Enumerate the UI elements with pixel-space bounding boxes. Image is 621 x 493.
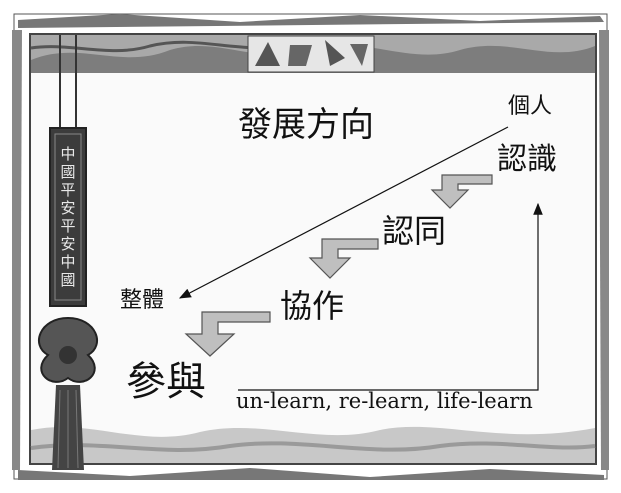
learning-feedback-arrow bbox=[238, 202, 543, 391]
tassel-text: 中 國 平 安 平 安 中 國 bbox=[57, 145, 79, 289]
tassel-char: 安 bbox=[60, 199, 76, 217]
top-decorative-band bbox=[30, 35, 595, 73]
step-arrow-2 bbox=[308, 238, 379, 279]
tassel-char: 國 bbox=[60, 163, 76, 181]
step-label-recognize: 認識 bbox=[497, 142, 557, 177]
individual-to-whole-arrow bbox=[178, 126, 509, 299]
diagram-title: 發展方向 bbox=[238, 105, 374, 145]
bottom-decorative-band bbox=[30, 426, 596, 463]
step-label-participate: 參與 bbox=[126, 359, 206, 405]
inner-frame bbox=[29, 33, 597, 465]
tassel-char: 平 bbox=[60, 217, 76, 235]
tassel-char: 中 bbox=[60, 253, 76, 271]
step-label-collaborate: 協作 bbox=[280, 287, 345, 325]
tassel-char: 平 bbox=[60, 181, 76, 199]
tassel-ornament bbox=[37, 35, 99, 470]
tassel-char: 國 bbox=[60, 271, 76, 289]
individual-label: 個人 bbox=[508, 94, 553, 119]
step-arrow-1 bbox=[430, 174, 493, 209]
whole-label: 整體 bbox=[120, 288, 165, 313]
step-arrow-3 bbox=[184, 311, 271, 357]
tassel-char: 安 bbox=[60, 235, 76, 253]
tassel-char: 中 bbox=[60, 145, 76, 163]
step-label-identify: 認同 bbox=[382, 212, 447, 250]
learn-text: un-learn, re-learn, life-learn bbox=[236, 389, 533, 413]
